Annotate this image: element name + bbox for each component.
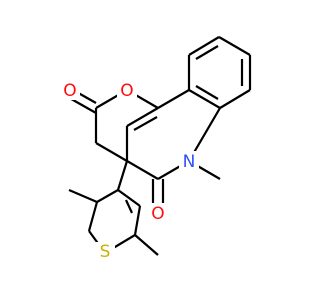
bond [117, 189, 141, 207]
bond [133, 205, 142, 236]
atom-symbol: O [151, 204, 164, 224]
bond [195, 45, 219, 60]
bond [125, 199, 133, 214]
atom-o-ring: O [117, 80, 137, 101]
atom-symbol: O [120, 81, 133, 101]
bond [134, 234, 159, 256]
bond [126, 160, 159, 180]
atom-s-thiophene: S [95, 242, 115, 262]
bond [188, 36, 220, 56]
bond [95, 142, 128, 162]
atom-o-carbonyl-right: O [148, 203, 168, 224]
atom-symbol: S [100, 242, 111, 262]
bond [116, 160, 129, 191]
molecule-structure-diagram: O O N O S [60, 36, 252, 262]
bond [133, 116, 158, 131]
atom-n-ring: N [179, 151, 199, 172]
bond [188, 89, 221, 109]
atom-o-carbonyl-left: O [60, 80, 80, 101]
atom-symbol: N [183, 152, 196, 172]
bond [126, 107, 159, 127]
bond [195, 85, 219, 100]
bond [96, 189, 119, 203]
atom-labels: O O N O S [60, 80, 199, 262]
bond [218, 36, 251, 56]
bond [68, 188, 98, 204]
bond [157, 89, 190, 109]
bond [87, 201, 99, 232]
bond [219, 89, 251, 109]
atom-symbol: O [63, 81, 76, 101]
